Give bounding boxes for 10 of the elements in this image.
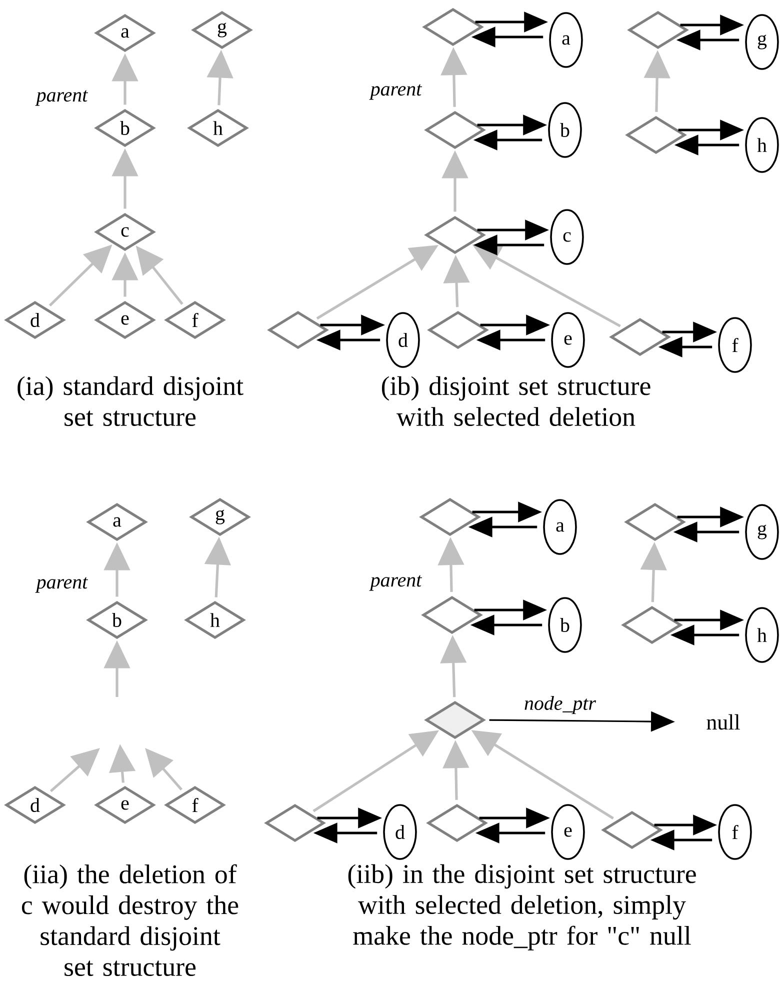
panel-caption: (ib) disjoint set structure with selected deletion (382, 376, 650, 426)
edge-label: parent (369, 575, 422, 591)
panel-caption: (iib) in the disjoint set structure with selected deletion, simply make the node_ptr for "c" null (348, 864, 696, 950)
panel-caption: (ia) standard disjoint set structure (18, 376, 244, 426)
edge-label: node_ptr (524, 696, 596, 714)
edge-label: parent (35, 577, 88, 593)
edge-label: parent (35, 90, 88, 106)
edge-label: parent (369, 84, 422, 100)
null-text: null (706, 714, 740, 730)
panel-caption: (iia) the deletion of c would destroy the standard disjoint set structure (22, 864, 238, 976)
